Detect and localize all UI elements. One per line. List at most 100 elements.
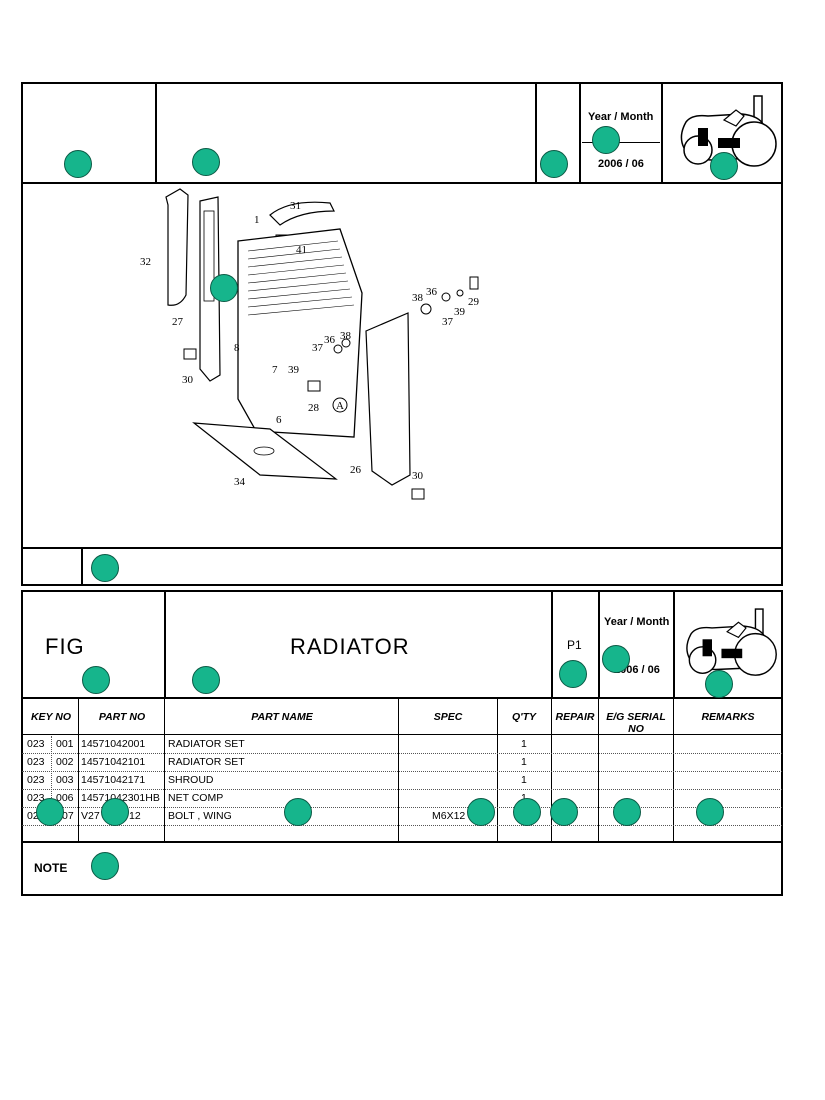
- marker: [36, 798, 64, 826]
- row-key-b: 07: [62, 810, 74, 822]
- row-key-b: 002: [56, 756, 74, 768]
- bottom-header-col1: [164, 590, 166, 698]
- col-spec: SPEC: [433, 711, 463, 723]
- page-number: P1: [567, 638, 582, 652]
- marker: [550, 798, 578, 826]
- col-eg-serial: E/G SERIAL NO: [606, 711, 666, 735]
- marker: [602, 645, 630, 673]
- table-col-line: [164, 698, 165, 842]
- top-year-month-label: Year / Month: [588, 111, 654, 123]
- top-header-col4: [661, 82, 663, 183]
- top-header-col1: [155, 82, 157, 183]
- callout-27: 27: [172, 316, 184, 328]
- marker: [710, 152, 738, 180]
- table-header-rule: [21, 734, 783, 735]
- marker: [210, 274, 238, 302]
- handle: [269, 201, 335, 226]
- marker: [696, 798, 724, 826]
- row-divider: [22, 771, 782, 772]
- top-ym-rule: [582, 142, 660, 143]
- table-col-line: [497, 698, 498, 842]
- row-key-a: 023: [27, 756, 45, 768]
- right-bracket: [365, 312, 411, 486]
- note-divider: [21, 841, 783, 843]
- marker: [192, 666, 220, 694]
- row-part-name: NET COMP: [168, 792, 224, 804]
- part-title: RADIATOR: [290, 634, 410, 659]
- table-col-line: [673, 698, 674, 842]
- marker: [467, 798, 495, 826]
- top-caption-divider: [21, 547, 783, 549]
- row-part-no: 14571042101: [81, 756, 146, 768]
- callout-6: 6: [276, 414, 282, 426]
- fig-label: FIG: [45, 634, 85, 659]
- row-divider: [22, 789, 782, 790]
- row-key-a: 023: [27, 774, 45, 786]
- callout-1: 1: [254, 214, 260, 226]
- radiator-exploded-diagram: 31 1 41 32 38 36 29 39 37 27 8 36 38 37 …: [140, 188, 480, 500]
- marker: [613, 798, 641, 826]
- row-key-b: 001: [56, 738, 74, 750]
- callout-32: 32: [140, 256, 151, 268]
- callout-8: 8: [234, 342, 240, 354]
- callout-38b: 38: [340, 330, 352, 342]
- shroud-panel: [165, 188, 189, 306]
- table-col-line: [598, 698, 599, 842]
- row-qty: 1: [521, 738, 527, 750]
- top-caption-col: [81, 547, 83, 586]
- top-header-col2: [535, 82, 537, 183]
- table-col-line: [551, 698, 552, 842]
- top-year-month-value: 2006 / 06: [598, 158, 644, 170]
- top-sheet-frame: [21, 82, 783, 586]
- bottom-sheet-frame: [21, 590, 783, 896]
- marker: [559, 660, 587, 688]
- row-part-name: BOLT , WING: [168, 810, 232, 822]
- col-part-name: PART NAME: [251, 711, 313, 723]
- table-col-line: [78, 698, 79, 842]
- callout-31: 31: [290, 200, 301, 212]
- row-part-name: RADIATOR SET: [168, 756, 245, 768]
- callout-41: 41: [296, 244, 307, 256]
- callout-30b: 30: [412, 470, 424, 482]
- row-key-a: 02: [27, 810, 39, 822]
- row-divider: [22, 825, 782, 826]
- row-key-b: 003: [56, 774, 74, 786]
- callout-37a: 37: [442, 316, 454, 328]
- top-header-divider: [21, 182, 783, 184]
- callout-7: 7: [272, 364, 278, 376]
- callout-34: 34: [234, 476, 246, 488]
- row-part-no: 14571042301HB: [81, 792, 160, 804]
- marker: [284, 798, 312, 826]
- bottom-year-month-label: Year / Month: [604, 616, 670, 628]
- row-part-no: 14571042001: [81, 738, 146, 750]
- row-part-name: SHROUD: [168, 774, 214, 786]
- col-repair: REPAIR: [555, 711, 595, 723]
- callout-39b: 39: [288, 364, 300, 376]
- marker: [91, 554, 119, 582]
- marker: [592, 126, 620, 154]
- callout-39a: 39: [454, 306, 466, 318]
- callout-A: A: [336, 400, 344, 412]
- callout-37b: 37: [312, 342, 324, 354]
- marker: [64, 150, 92, 178]
- marker: [513, 798, 541, 826]
- row-part-no: V27: [81, 810, 100, 822]
- row-qty: 1: [521, 774, 527, 786]
- row-divider: [22, 807, 782, 808]
- row-key-b: 006: [56, 792, 74, 804]
- bottom-header-col4: [673, 590, 675, 698]
- marker: [705, 670, 733, 698]
- col-remarks: REMARKS: [701, 711, 755, 723]
- bottom-header-divider: [21, 697, 783, 699]
- row-part-no-tail: 12: [129, 810, 141, 822]
- bottom-header-col2: [551, 590, 553, 698]
- callout-29: 29: [468, 296, 480, 308]
- row-qty: 1: [521, 756, 527, 768]
- marker: [192, 148, 220, 176]
- row-part-name: RADIATOR SET: [168, 738, 245, 750]
- callout-36a: 36: [426, 286, 438, 298]
- table-col-line: [398, 698, 399, 842]
- callout-26: 26: [350, 464, 362, 476]
- tractor-icon: [686, 608, 777, 676]
- col-qty: Q'TY: [511, 711, 537, 723]
